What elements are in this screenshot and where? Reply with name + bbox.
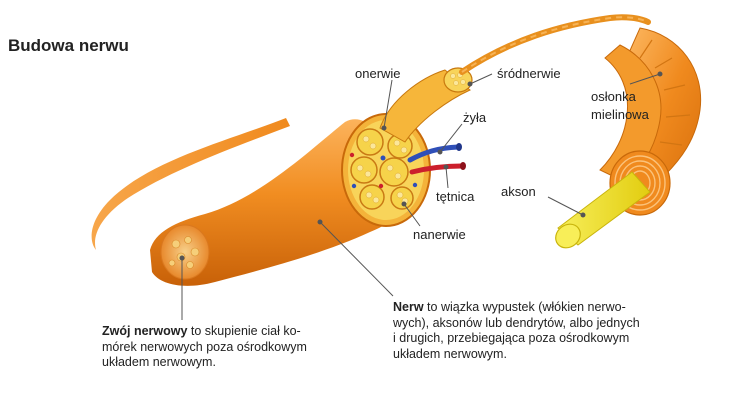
fascicles (350, 128, 414, 210)
label-tetnica: tętnica (436, 189, 475, 204)
caption-zwoj-term: Zwój nerwowy (102, 324, 188, 338)
artery-end (460, 162, 466, 170)
artery (409, 163, 465, 175)
leader-lines (179, 71, 663, 320)
caption-zwoj-nerwowy: Zwój nerwowy to skupienie ciał ko- mórek… (102, 324, 352, 371)
caption-nerw-line4: układem nerwowym. (393, 346, 507, 361)
label-onerwie: onerwie (355, 66, 401, 81)
caption-nerw: Nerw to wiązka wypustek (włókien nerwo- … (393, 300, 713, 362)
nerve-fiber (459, 14, 651, 75)
caption-zwoj-line1: to skupienie ciał ko- (187, 324, 301, 338)
label-zyla: żyła (463, 110, 487, 125)
label-oslonka-line1: osłonka (591, 89, 636, 104)
caption-nerw-line3: i drugich, przebiegająca poza ośrodkowym (393, 331, 630, 345)
label-nanerwie: nanerwie (413, 227, 466, 242)
ganglion-cells (168, 236, 200, 269)
small-vessels (349, 152, 418, 189)
fascicle-extension-end (443, 67, 473, 93)
caption-zwoj-line3: układem nerwowym. (102, 355, 216, 369)
label-oslonka-mielinowa: osłonka mielinowa (591, 88, 649, 124)
axon-end (555, 223, 581, 249)
caption-nerw-line2: wych), aksonów lub dendrytów, albo jedny… (393, 315, 640, 330)
nerve-body (150, 119, 403, 286)
fascicle-extension-fibers (450, 72, 466, 86)
ganglion (160, 224, 210, 280)
axon (557, 171, 651, 246)
vein (407, 144, 461, 163)
caption-nerw-line1: to wiązka wypustek (włókien nerwo- (423, 300, 626, 314)
caption-zwoj-line2: mórek nerwowych poza ośrodkowym (102, 339, 307, 354)
caption-nerw-term: Nerw (393, 300, 424, 314)
nerve-tail (91, 118, 290, 250)
label-akson: akson (501, 184, 536, 199)
fascicle-fibers (356, 135, 409, 205)
vein-end (456, 143, 462, 151)
label-oslonka-line2: mielinowa (591, 107, 649, 122)
myelin-segments (639, 39, 691, 146)
diagram-title: Budowa nerwu (8, 36, 129, 55)
label-srodnerwie: śródnerwie (497, 66, 561, 81)
